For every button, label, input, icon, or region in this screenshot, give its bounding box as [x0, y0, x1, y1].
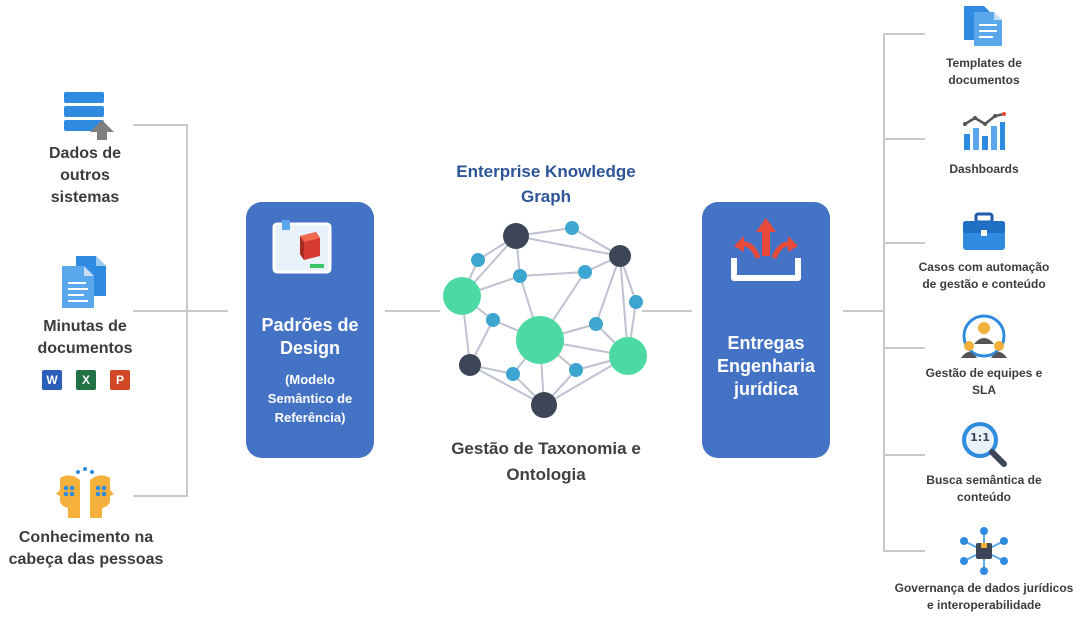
briefcase-icon [963, 212, 1005, 250]
connector-output-1 [883, 33, 925, 35]
connector-output-5 [883, 454, 925, 456]
magnifier-label: 1:1 [970, 431, 990, 444]
output-label: Dashboards [949, 162, 1019, 176]
source-label: Conhecimento na cabeça das pessoas [8, 529, 164, 568]
source-label: Minutas de documentos [37, 318, 133, 357]
team-icon [961, 314, 1007, 358]
connector-source-3 [133, 495, 187, 497]
connector-source-trunk [186, 124, 188, 497]
data-hub-icon [960, 527, 1008, 575]
connector-output-3 [883, 242, 925, 244]
powerpoint-icon: P [110, 370, 130, 390]
delivery-card-title: Entregas Engenharia jurídica [716, 333, 816, 399]
excel-icon: X [76, 370, 96, 390]
document-templates-icon [964, 6, 1002, 46]
source-label: Dados de outros sistemas [48, 145, 121, 206]
documents-icon [62, 256, 106, 308]
connector-output-4 [883, 347, 925, 349]
connector-delivery-outputs [843, 310, 885, 312]
graph-subtitle: Gestão de Taxonomia e Ontologia [451, 439, 641, 484]
connector-output-2 [883, 138, 925, 140]
database-upload-icon [64, 92, 114, 140]
connector-graph-delivery [642, 310, 692, 312]
heads-thinking-icon [56, 467, 114, 518]
connector-source-1 [133, 124, 187, 126]
graph-title: Enterprise Knowledge Graph [456, 162, 636, 206]
output-label: Busca semântica de conteúdo [926, 473, 1042, 504]
delivery-card: Entregas Engenharia jurídica [702, 202, 830, 458]
output-label: Governança de dados jurídicos e interope… [894, 581, 1074, 612]
connector-source-2 [133, 310, 228, 312]
word-icon: W [42, 370, 62, 390]
tray-arrows-out-icon [731, 218, 801, 281]
design-card-subtitle: (Modelo Semântico de Referência) [267, 372, 353, 425]
3d-box-icon [272, 220, 332, 274]
output-label: Templates de documentos [946, 56, 1022, 87]
output-label: Gestão de equipes e SLA [925, 366, 1043, 397]
network-graph-icon [443, 221, 647, 418]
design-patterns-card: Padrões de Design (Modelo Semântico de R… [246, 202, 374, 458]
connector-output-trunk [883, 33, 885, 552]
connector-output-6 [883, 550, 925, 552]
design-card-title: Padrões de Design [261, 315, 359, 358]
output-label: Casos com automação de gestão e conteúdo [918, 260, 1050, 291]
dashboard-chart-icon [963, 112, 1006, 150]
connector-design-graph [385, 310, 440, 312]
magnifier-icon [962, 422, 1007, 467]
